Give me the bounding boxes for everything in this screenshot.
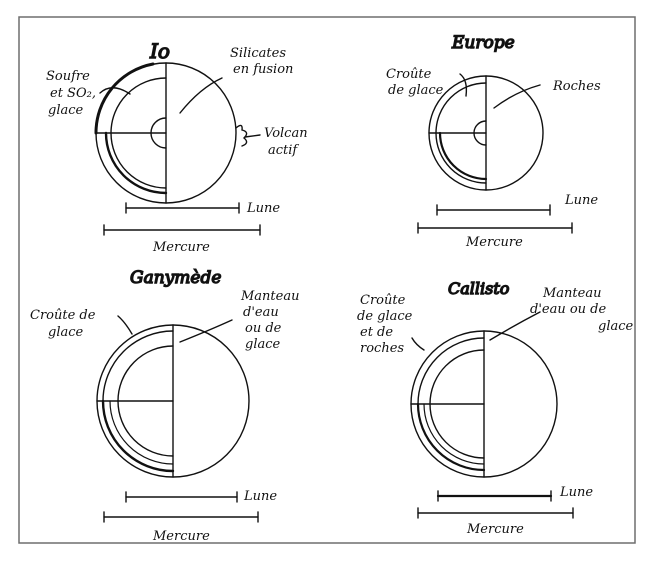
ganymede-label-mantle-1: Manteau	[240, 289, 299, 304]
io-volcano-plume	[236, 125, 247, 146]
europe-leader-crust	[460, 74, 466, 96]
ganymede-label-mantle-4: glace	[245, 337, 281, 352]
callisto-label-crust-4: roches	[360, 341, 404, 356]
ganymede-scale-short-label: Lune	[243, 489, 277, 504]
ganymede-mantle-boundary	[118, 346, 173, 401]
io-label-volcano-2: actif	[268, 143, 299, 158]
io-leader-volcano	[245, 135, 260, 137]
europe-scale-long-label: Mercure	[465, 235, 523, 250]
callisto-label-crust-3: et de	[360, 325, 393, 340]
ganymede-leader-crust	[118, 316, 132, 334]
callisto-leader-crust	[412, 338, 424, 350]
io-label-sulfur-3: glace	[48, 103, 84, 118]
io-scale-short-label: Lune	[246, 201, 280, 216]
europe-core	[474, 121, 486, 133]
io-mantle-boundary	[111, 78, 166, 133]
callisto-title: Callisto	[448, 279, 509, 298]
io-lower-core-arc	[151, 133, 166, 148]
io-crust-arc	[96, 64, 153, 133]
europe-lower-arc	[436, 133, 486, 183]
io-lower-mantle-arc	[111, 133, 166, 188]
europe-scale-short-label: Lune	[564, 193, 598, 208]
io-lower-crust-arc	[106, 133, 166, 193]
ganymede-crust-inner	[103, 331, 173, 401]
callisto-scale-short-label: Lune	[559, 485, 593, 500]
callisto-scale-long-label: Mercure	[466, 522, 524, 537]
io-label-sulfur-2: et SO₂,	[50, 86, 96, 101]
figure-frame	[19, 17, 635, 543]
io-scale-long-label: Mercure	[152, 240, 210, 255]
europe-leader-rocks	[494, 85, 540, 108]
ganymede-label-crust-1: Croûte de	[30, 308, 96, 323]
ganymede-leader-mantle	[180, 320, 232, 342]
io-leader-sulfur	[100, 88, 130, 94]
callisto-label-mantle-2: d'eau ou de	[530, 302, 606, 317]
ganymede-panel: Ganymède	[97, 268, 258, 522]
callisto-label-mantle-1: Manteau	[542, 286, 601, 301]
io-label-volcano-1: Volcan	[264, 126, 308, 141]
ganymede-label-mantle-2: d'eau	[243, 305, 279, 320]
europe-title: Europe	[451, 33, 515, 53]
callisto-label-crust-1: Croûte	[360, 293, 406, 308]
europe-label-rocks: Roches	[552, 79, 601, 94]
ganymede-label-mantle-3: ou de	[245, 321, 282, 336]
io-title: Io	[149, 39, 170, 63]
europe-panel: Europe	[418, 33, 572, 233]
ganymede-label-crust-2: glace	[48, 325, 84, 340]
callisto-label-crust-2: de glace	[357, 309, 413, 324]
europe-label-crust-1: Croûte	[386, 67, 432, 82]
io-label-silicates-1: Silicates	[230, 46, 286, 61]
europe-label-crust-2: de glace	[388, 83, 444, 98]
europe-mantle-boundary	[436, 83, 486, 133]
io-label-silicates-2: en fusion	[233, 62, 293, 77]
ganymede-scale-long-label: Mercure	[152, 529, 210, 544]
callisto-mantle-boundary	[430, 350, 484, 404]
callisto-label-mantle-3: glace	[598, 319, 634, 334]
io-core	[151, 118, 166, 133]
ganymede-title: Ganymède	[130, 268, 221, 288]
io-label-sulfur-1: Soufre	[46, 69, 90, 84]
callisto-crust-inner	[418, 338, 484, 404]
